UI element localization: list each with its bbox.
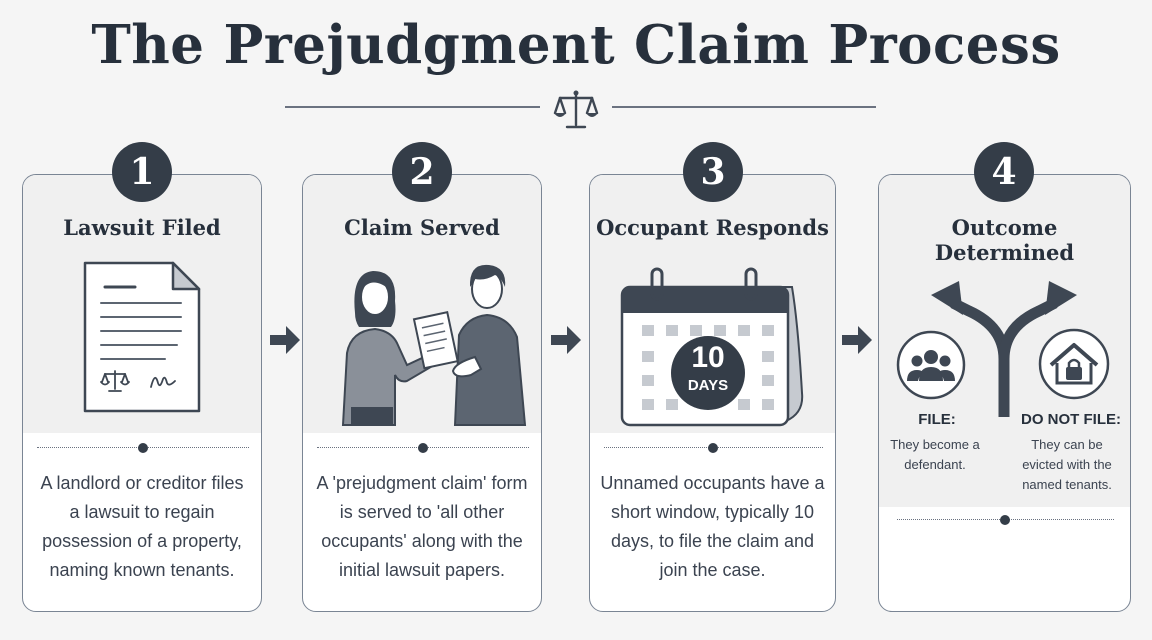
page-title: The Prejudgment Claim Process <box>91 14 1061 76</box>
step-card-3: Occupant Responds 10 DAYS Unnamed occupa… <box>589 174 836 612</box>
step-description: A landlord or creditor files a lawsuit t… <box>40 473 244 580</box>
step-number-badge-1: 1 <box>112 142 172 202</box>
step-card-4: Outcome Determined FILE: They become a d… <box>878 174 1131 612</box>
step-title: Occupant Responds <box>596 215 829 240</box>
calendar-day-unit: DAYS <box>687 377 729 394</box>
outcome-do-not-file-label: DO NOT FILE: <box>1021 411 1121 428</box>
calendar-day-count: 10 <box>691 341 725 374</box>
step-description: Unnamed occupants have a short window, t… <box>600 473 825 580</box>
arrow-right-icon <box>551 326 581 354</box>
step-divider <box>604 443 823 453</box>
step-number-badge-2: 2 <box>392 142 452 202</box>
title-rule-left <box>285 106 540 108</box>
step-title: Claim Served <box>344 215 500 240</box>
step-title: Lawsuit Filed <box>63 215 221 240</box>
outcome-file-text: They become a defendant. <box>890 437 980 472</box>
title-rule-right <box>612 106 876 108</box>
step-title: Outcome Determined <box>934 215 1075 265</box>
step-card-2: Claim Served A 'prejudgment claim' <box>302 174 542 612</box>
step-divider <box>37 443 249 453</box>
serving-papers-icon <box>341 264 527 426</box>
outcome-file-label: FILE: <box>918 411 956 428</box>
calendar-icon <box>620 267 804 427</box>
document-icon <box>83 261 201 413</box>
fork-road-arrows-icon <box>931 281 1077 417</box>
people-group-icon <box>896 330 966 400</box>
step-divider <box>897 515 1114 525</box>
step-divider <box>317 443 529 453</box>
arrow-right-icon <box>842 326 872 354</box>
step-card-1: Lawsuit Filed A landlord <box>22 174 262 612</box>
scales-of-justice-icon <box>553 90 599 129</box>
step-description: A 'prejudgment claim' form is served to … <box>316 473 528 580</box>
step-number-badge-3: 3 <box>683 142 743 202</box>
arrow-right-icon <box>270 326 300 354</box>
house-lock-icon <box>1038 328 1110 400</box>
step-number-badge-4: 4 <box>974 142 1034 202</box>
outcome-do-not-file-text: They can be evicted with the named tenan… <box>1022 437 1112 492</box>
